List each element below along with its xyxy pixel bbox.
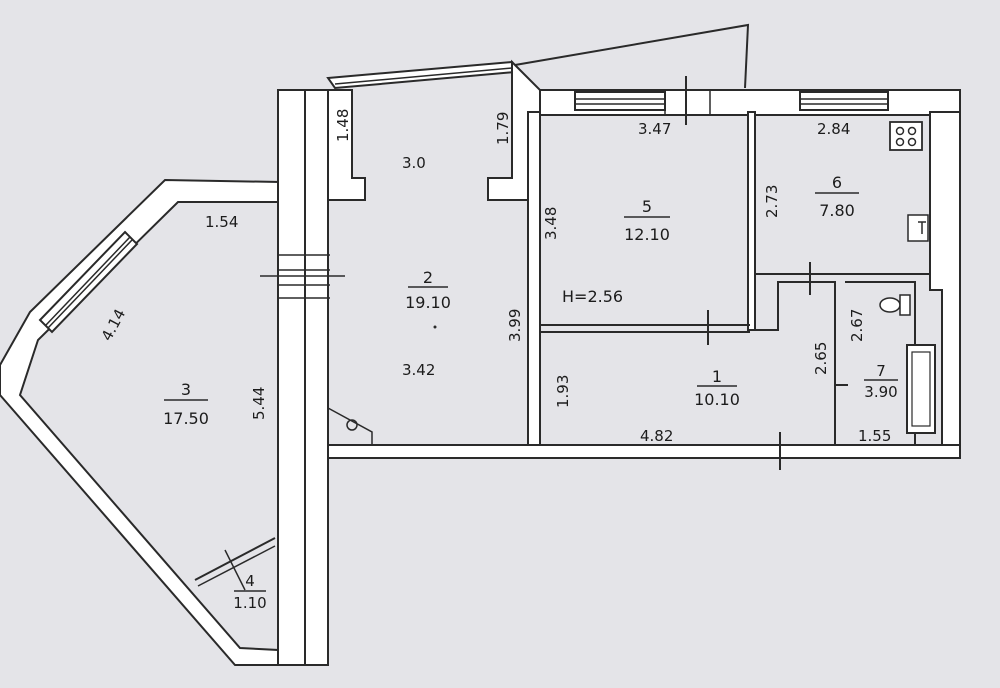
stove-icon bbox=[889, 121, 923, 151]
dim-2-65: 2.65 bbox=[812, 342, 830, 375]
balcony-window bbox=[38, 230, 139, 334]
dim-3-42: 3.42 bbox=[402, 361, 435, 379]
room-area-4: 1.10 bbox=[233, 594, 266, 612]
dim-4-82: 4.82 bbox=[640, 427, 673, 445]
room-area-1: 10.10 bbox=[694, 390, 740, 409]
room-area-2: 19.10 bbox=[405, 293, 451, 312]
dim-2-73: 2.73 bbox=[763, 185, 781, 218]
ceiling-height: H=2.56 bbox=[562, 287, 623, 306]
dim-2-84: 2.84 bbox=[817, 120, 850, 138]
room-number-5: 5 bbox=[642, 197, 652, 216]
top-wall bbox=[539, 76, 961, 125]
balcony-door bbox=[194, 537, 276, 591]
balcony-walls bbox=[0, 178, 281, 666]
dim-3-0: 3.0 bbox=[402, 154, 426, 172]
dim-1-54: 1.54 bbox=[205, 213, 238, 231]
main-wall bbox=[260, 89, 345, 666]
dim-1-93: 1.93 bbox=[554, 375, 572, 408]
room-number-3: 3 bbox=[181, 380, 191, 399]
sink-icon bbox=[907, 214, 929, 242]
dim-3-99: 3.99 bbox=[506, 309, 524, 342]
toilet-icon bbox=[879, 294, 911, 316]
loggia bbox=[326, 23, 750, 90]
dim-3-48: 3.48 bbox=[542, 207, 560, 240]
room-labels: 1 10.10 2 19.10 3 17.50 4 1.10 5 12.10 6… bbox=[163, 173, 898, 612]
dim-3-47: 3.47 bbox=[638, 120, 671, 138]
window-room6 bbox=[799, 91, 889, 111]
room-number-2: 2 bbox=[423, 268, 433, 287]
dim-1-79: 1.79 bbox=[494, 112, 512, 145]
room-area-6: 7.80 bbox=[819, 201, 855, 220]
room-number-7: 7 bbox=[876, 362, 886, 380]
dim-2-67: 2.67 bbox=[848, 309, 866, 342]
room-number-1: 1 bbox=[712, 367, 722, 386]
window-room5 bbox=[574, 91, 666, 111]
bottom-wall bbox=[327, 432, 961, 470]
room-number-4: 4 bbox=[245, 572, 255, 590]
bathtub-icon bbox=[906, 344, 936, 434]
dimension-labels: 1.48 3.0 1.79 3.47 2.84 1.54 2.73 3.48 4… bbox=[98, 109, 892, 445]
room-area-7: 3.90 bbox=[864, 383, 897, 401]
dim-1-55: 1.55 bbox=[858, 427, 891, 445]
dim-1-48: 1.48 bbox=[334, 109, 352, 142]
dim-5-44: 5.44 bbox=[250, 387, 268, 420]
room-area-3: 17.50 bbox=[163, 409, 209, 428]
room-area-5: 12.10 bbox=[624, 225, 670, 244]
room-number-6: 6 bbox=[832, 173, 842, 192]
